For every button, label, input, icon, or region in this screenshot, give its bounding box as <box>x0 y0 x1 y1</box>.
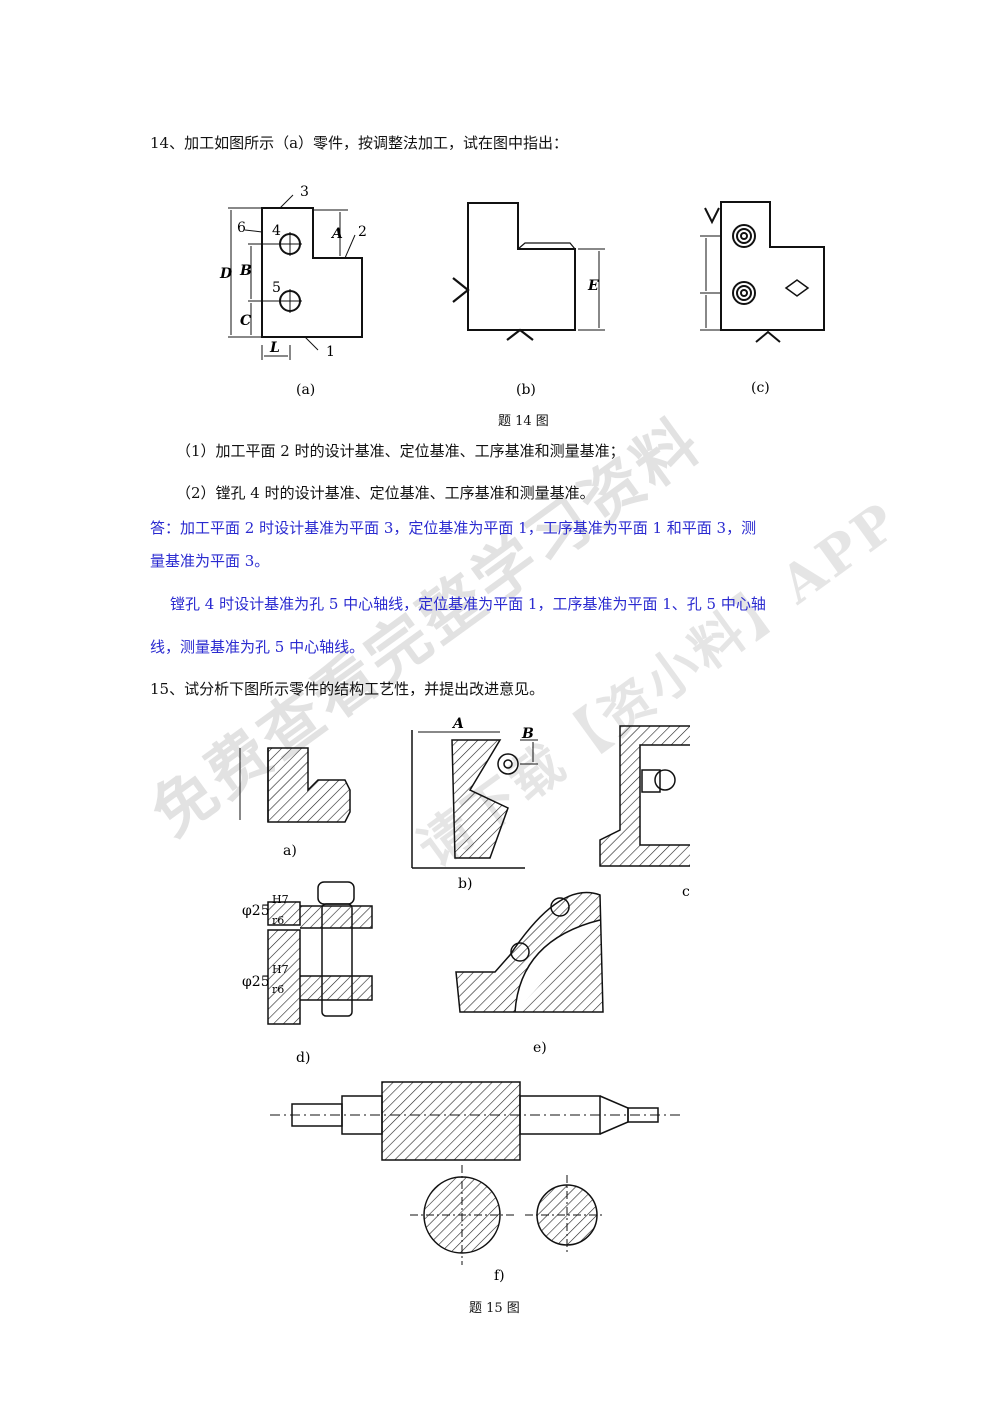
label-c: (c) <box>751 380 770 396</box>
label-15b: b) <box>458 876 472 892</box>
fig15a <box>239 747 351 823</box>
q14-answer-line1: 答：加工平面 2 时设计基准为平面 3，定位基准为平面 1，工序基准为平面 1 … <box>150 519 757 537</box>
label-3: 3 <box>300 184 309 200</box>
q15-title: 15、试分析下图所示零件的结构工艺性，并提出改进意见。 <box>150 680 545 698</box>
label-2: 2 <box>358 224 367 240</box>
label-B: B <box>239 263 252 279</box>
q14-figure: 3 2 6 4 5 1 A B C D L (a) E (b) <box>219 184 825 398</box>
label-E: E <box>587 278 599 294</box>
label-A: A <box>330 226 343 242</box>
label-15e: e) <box>533 1040 547 1056</box>
label-D: D <box>219 266 233 282</box>
label-h7-1: H7 <box>272 893 289 906</box>
q14-answer-line3: 镗孔 4 时设计基准为孔 5 中心轴线，定位基准为平面 1，工序基准为平面 1、… <box>170 595 766 613</box>
fig15c <box>599 725 690 867</box>
q14-item1: （1）加工平面 2 时的设计基准、定位基准、工序基准和测量基准； <box>176 442 625 460</box>
label-15-B: B <box>521 726 534 742</box>
fig15d <box>267 881 373 1025</box>
label-4: 4 <box>272 223 281 239</box>
fig14a <box>228 194 363 360</box>
label-phi25-2: φ25 <box>242 974 270 990</box>
label-r6-2: r6 <box>272 983 284 996</box>
label-15d: d) <box>296 1050 310 1066</box>
q14-caption: 题 14 图 <box>498 414 549 429</box>
label-r6-1: r6 <box>272 914 284 927</box>
label-15c: c) <box>682 884 690 900</box>
q14-answer-line4: 线，测量基准为孔 5 中心轴线。 <box>150 638 365 656</box>
label-L: L <box>269 340 280 356</box>
label-5: 5 <box>272 280 281 296</box>
label-C: C <box>240 313 251 329</box>
label-15-A: A <box>451 716 464 732</box>
fig14b <box>452 202 605 341</box>
label-15f: f) <box>494 1268 505 1284</box>
label-a: (a) <box>296 382 315 398</box>
label-6: 6 <box>237 220 246 236</box>
label-phi25-1: φ25 <box>242 903 270 919</box>
fig15e <box>455 891 604 1013</box>
fig15f <box>270 1081 680 1265</box>
fig14c <box>700 201 825 343</box>
q15-caption: 题 15 图 <box>469 1301 520 1316</box>
fig15b <box>411 730 538 869</box>
label-b: (b) <box>516 382 536 398</box>
label-1: 1 <box>326 344 335 360</box>
label-h7-2: H7 <box>272 963 289 976</box>
label-15a: a) <box>283 843 297 859</box>
q14-title: 14、加工如图所示（a）零件，按调整法加工，试在图中指出： <box>150 134 569 152</box>
q15-figure: a) A B b) c) φ25 H7 r6 φ25 H7 r6 d) <box>239 716 690 1284</box>
q14-answer-line2: 量基准为平面 3。 <box>150 552 270 570</box>
q14-item2: （2）镗孔 4 时的设计基准、定位基准、工序基准和测量基准。 <box>176 484 595 502</box>
